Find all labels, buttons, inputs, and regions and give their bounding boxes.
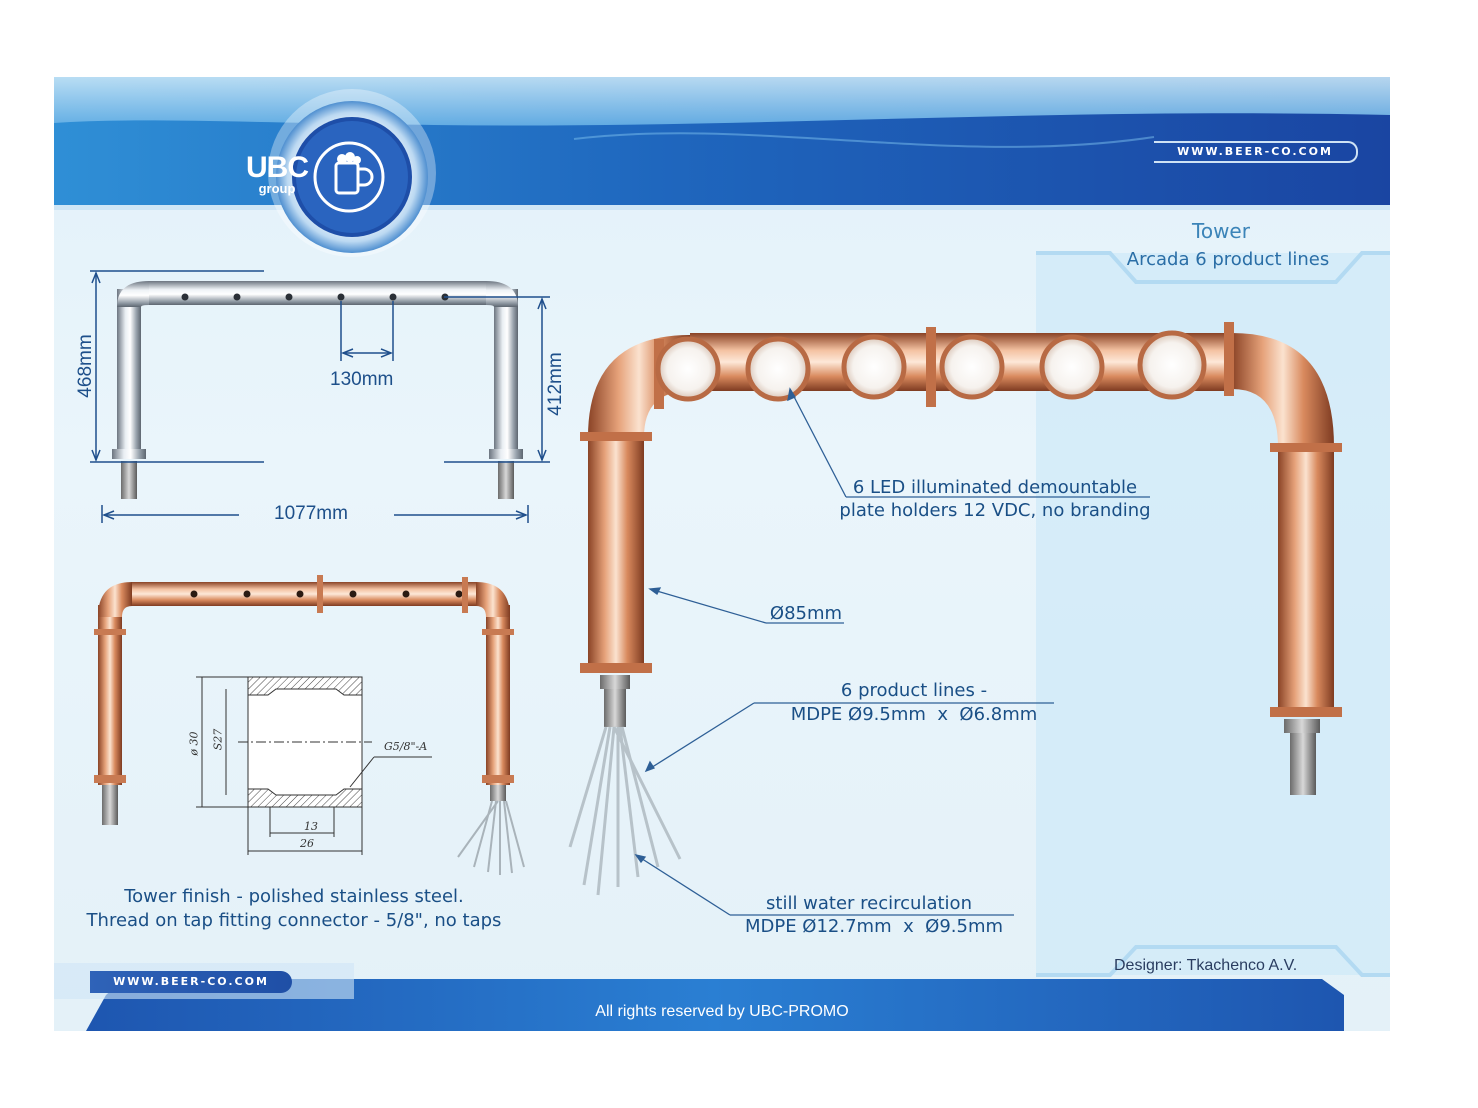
- fitting-thread: S27: [211, 728, 225, 751]
- dimension-height-inner: 412mm: [545, 352, 566, 416]
- chrome-tower-drawing: [90, 270, 550, 523]
- product-subtitle: Arcada 6 product lines: [1126, 249, 1330, 270]
- website-link-top[interactable]: WWW.BEER-CO.COM: [1154, 141, 1358, 163]
- dimension-width: 1077mm: [274, 503, 348, 524]
- callout-water-line1: still water recirculation: [766, 893, 972, 914]
- background-art: [54, 77, 1390, 1031]
- designer-credit: Designer: Tkachenco A.V.: [1114, 957, 1298, 974]
- callout-led-line1: 6 LED illuminated demountable: [852, 477, 1138, 498]
- logo: UBC group: [242, 151, 312, 196]
- fitting-drawing: [196, 676, 432, 855]
- logo-subtext: group: [258, 181, 296, 196]
- callout-led-line2: plate holders 12 VDC, no branding: [839, 500, 1151, 521]
- callout-lines-line2: MDPE Ø9.5mm x Ø6.8mm: [790, 704, 1038, 725]
- callout-diameter: Ø85mm: [769, 603, 843, 624]
- website-link-bottom[interactable]: WWW.BEER-CO.COM: [90, 971, 292, 993]
- product-title: Tower: [1192, 219, 1250, 243]
- big-copper-tower-drawing: [568, 322, 1342, 916]
- fitting-thread-spec: G5/8"-A: [384, 740, 428, 753]
- fitting-total-length: 26: [300, 837, 314, 850]
- product-sheet: UBC group WWW.BEER-CO.COM Tower Arcada 6…: [54, 77, 1390, 1031]
- fitting-inner-length: 13: [304, 820, 318, 833]
- dimension-spacing: 130mm: [330, 369, 394, 390]
- small-copper-tower-drawing: [94, 575, 525, 875]
- caption-line2: Thread on tap fitting connector - 5/8", …: [86, 910, 502, 931]
- dimension-height-total: 468mm: [75, 334, 96, 398]
- caption-line1: Tower finish - polished stainless steel.: [124, 886, 464, 907]
- callout-water-line2: MDPE Ø12.7mm x Ø9.5mm: [744, 916, 1004, 937]
- fitting-outer-diameter: ø 30: [187, 731, 201, 756]
- footer-copyright: All rights reserved by UBC-PROMO: [595, 1003, 849, 1020]
- logo-text: UBC: [246, 151, 309, 184]
- callout-lines-line1: 6 product lines -: [840, 680, 988, 701]
